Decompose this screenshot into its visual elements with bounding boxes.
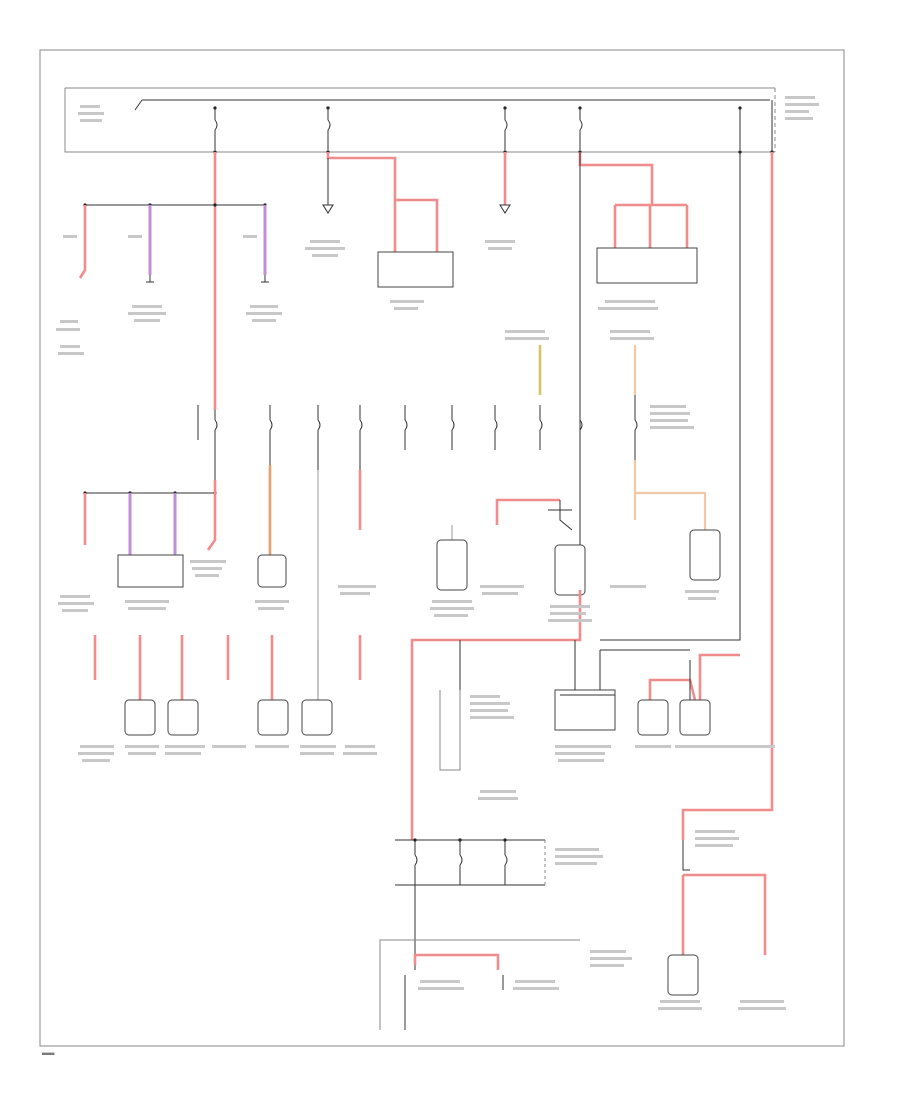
control-unit-1 xyxy=(377,251,454,288)
component-fan xyxy=(667,954,699,996)
page-ref-label: ▄▄▄▄ xyxy=(41,1050,55,1055)
label-marks xyxy=(56,96,819,1010)
component-ecm xyxy=(257,554,287,588)
middle-fuse-row xyxy=(197,395,638,480)
component-cruise xyxy=(436,539,468,591)
instrument-cluster xyxy=(117,554,184,588)
control-unit-2 xyxy=(596,247,698,284)
component-relay xyxy=(554,544,586,596)
lower-fuse-block xyxy=(395,838,546,886)
diagram-frame xyxy=(39,49,845,1047)
component-airbag xyxy=(689,529,721,581)
module-center xyxy=(554,689,616,731)
top-fuses xyxy=(213,108,774,154)
bottom-row-connectors xyxy=(93,635,362,736)
fuse-relay-box xyxy=(64,87,776,153)
